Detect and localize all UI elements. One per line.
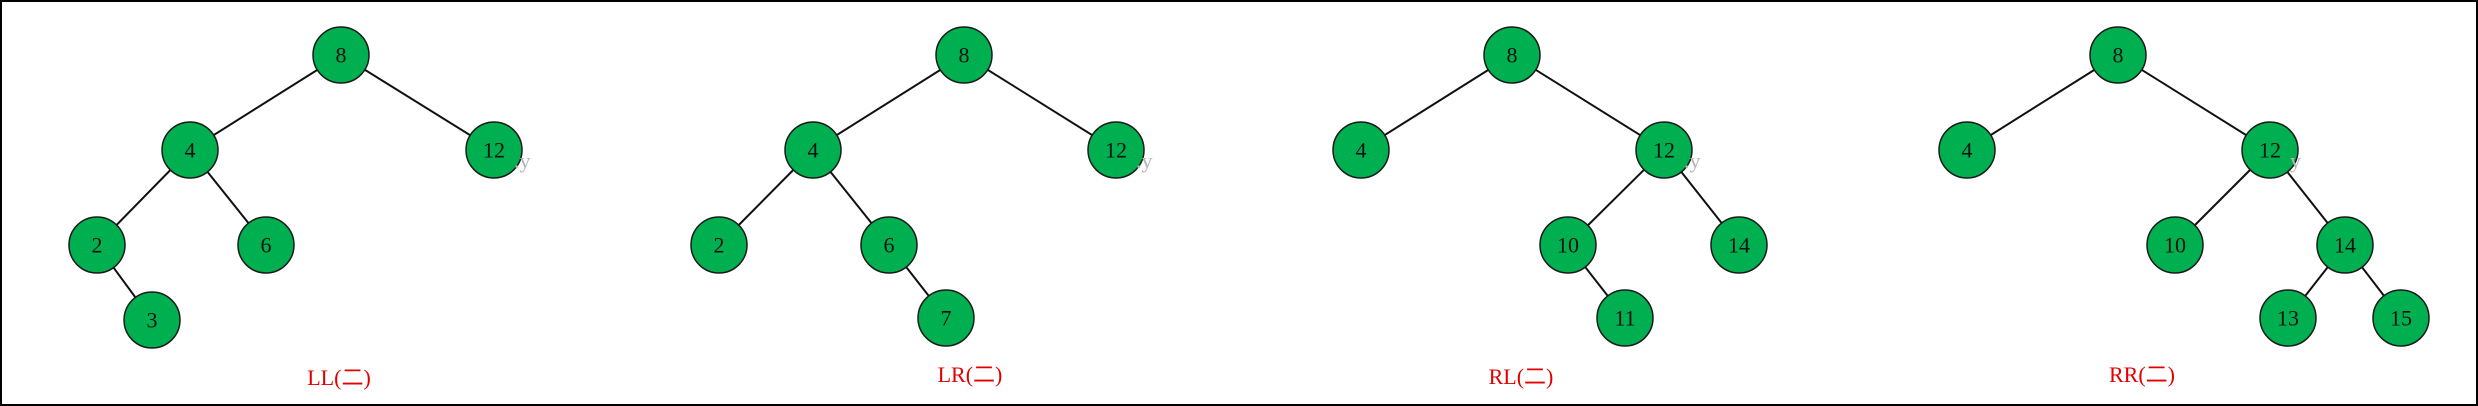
node-circle <box>1635 121 1693 179</box>
node-label: 7 <box>941 306 952 331</box>
node-label: 8 <box>336 43 347 68</box>
node-label: 10 <box>1557 233 1579 258</box>
diagram-1-node: 8 <box>312 26 370 84</box>
diagram-4-node: 12 <box>2241 121 2299 179</box>
node-label: 15 <box>2390 306 2412 331</box>
node-circle <box>2146 216 2204 274</box>
diagram-3-node: 11 <box>1596 289 1654 347</box>
node-circle <box>123 291 181 349</box>
diagram-3-edge <box>1511 54 1665 151</box>
diagram-3-node-annotation: .y <box>1684 148 1701 173</box>
node-circle <box>2372 289 2430 347</box>
node-label: 6 <box>261 233 272 258</box>
node-circle <box>312 26 370 84</box>
node-label: 3 <box>147 308 158 333</box>
diagram-1-node: 12 <box>465 121 523 179</box>
node-label: 14 <box>2334 233 2356 258</box>
diagram-1-node-annotation: .y <box>514 148 531 173</box>
diagram-4-edge <box>1966 54 2119 151</box>
diagram-4-node: 13 <box>2259 289 2317 347</box>
node-circle <box>237 216 295 274</box>
node-label: 2 <box>92 233 103 258</box>
node-label: 4 <box>1962 138 1973 163</box>
node-circle <box>465 121 523 179</box>
node-circle <box>1332 121 1390 179</box>
diagram-2-node: 6 <box>860 216 918 274</box>
diagram-4-node: 8 <box>2089 26 2147 84</box>
node-label: 13 <box>2277 306 2299 331</box>
node-label: 12 <box>1653 138 1675 163</box>
node-label: 12 <box>1105 138 1127 163</box>
node-circle <box>1710 216 1768 274</box>
node-circle <box>1938 121 1996 179</box>
diagram-2-edge <box>963 54 1117 151</box>
diagram-1-edge <box>340 54 495 151</box>
node-circle <box>1539 216 1597 274</box>
diagram-2-node: 2 <box>690 216 748 274</box>
node-label: 12 <box>2259 138 2281 163</box>
node-label: 14 <box>1728 233 1750 258</box>
labels-layer: .yLL(二) .yLR(二) .yRL(二) yRR(二) <box>307 148 2301 390</box>
node-label: 4 <box>1356 138 1367 163</box>
node-label: 11 <box>1614 306 1635 331</box>
diagram-2-node: 4 <box>784 121 842 179</box>
node-circle <box>784 121 842 179</box>
diagram-1-node: 2 <box>68 216 126 274</box>
diagram-3-node: 12 <box>1635 121 1693 179</box>
diagram-4-node: 14 <box>2316 216 2374 274</box>
diagram-2-node-annotation: .y <box>1136 148 1153 173</box>
diagram-1-caption: LL(二) <box>307 365 371 390</box>
diagram-2-caption: LR(二) <box>938 362 1003 387</box>
node-label: 4 <box>808 138 819 163</box>
node-circle <box>1596 289 1654 347</box>
node-circle <box>690 216 748 274</box>
diagram-3-node: 10 <box>1539 216 1597 274</box>
node-circle <box>1087 121 1145 179</box>
diagram-2-edge <box>812 54 965 151</box>
node-circle <box>161 121 219 179</box>
node-circle <box>1483 26 1541 84</box>
diagram-3-edge <box>1360 54 1513 151</box>
node-circle <box>935 26 993 84</box>
diagram-4-node: 10 <box>2146 216 2204 274</box>
node-circle <box>860 216 918 274</box>
diagram-1-edge <box>189 54 342 151</box>
diagram-3-node: 14 <box>1710 216 1768 274</box>
node-label: 2 <box>714 233 725 258</box>
node-label: 8 <box>1507 43 1518 68</box>
node-circle <box>917 289 975 347</box>
node-circle <box>2089 26 2147 84</box>
diagram-2-node: 12 <box>1087 121 1145 179</box>
node-circle <box>68 216 126 274</box>
node-label: 6 <box>884 233 895 258</box>
diagram-2-node: 7 <box>917 289 975 347</box>
node-circle <box>2259 289 2317 347</box>
node-label: 4 <box>185 138 196 163</box>
diagram-3-node: 8 <box>1483 26 1541 84</box>
diagram-4-node-annotation: y <box>2290 148 2301 173</box>
diagram-3-node: 4 <box>1332 121 1390 179</box>
node-label: 12 <box>483 138 505 163</box>
diagram-1-node: 3 <box>123 291 181 349</box>
diagram-1-node: 4 <box>161 121 219 179</box>
node-label: 8 <box>2113 43 2124 68</box>
diagram-4-node: 4 <box>1938 121 1996 179</box>
node-label: 10 <box>2164 233 2186 258</box>
diagram-4-node: 15 <box>2372 289 2430 347</box>
node-label: 8 <box>959 43 970 68</box>
node-circle <box>2241 121 2299 179</box>
diagram-4-caption: RR(二) <box>2109 362 2175 387</box>
diagram-1-node: 6 <box>237 216 295 274</box>
diagram-3-caption: RL(二) <box>1489 364 1554 389</box>
diagram-2-node: 8 <box>935 26 993 84</box>
node-circle <box>2316 216 2374 274</box>
diagram-4-edge <box>2117 54 2271 151</box>
nodes-layer: 8 4 12 2 6 3 8 4 12 2 6 7 8 4 12 10 14 11 8 4 12 10 14 13 15 <box>68 26 2430 349</box>
